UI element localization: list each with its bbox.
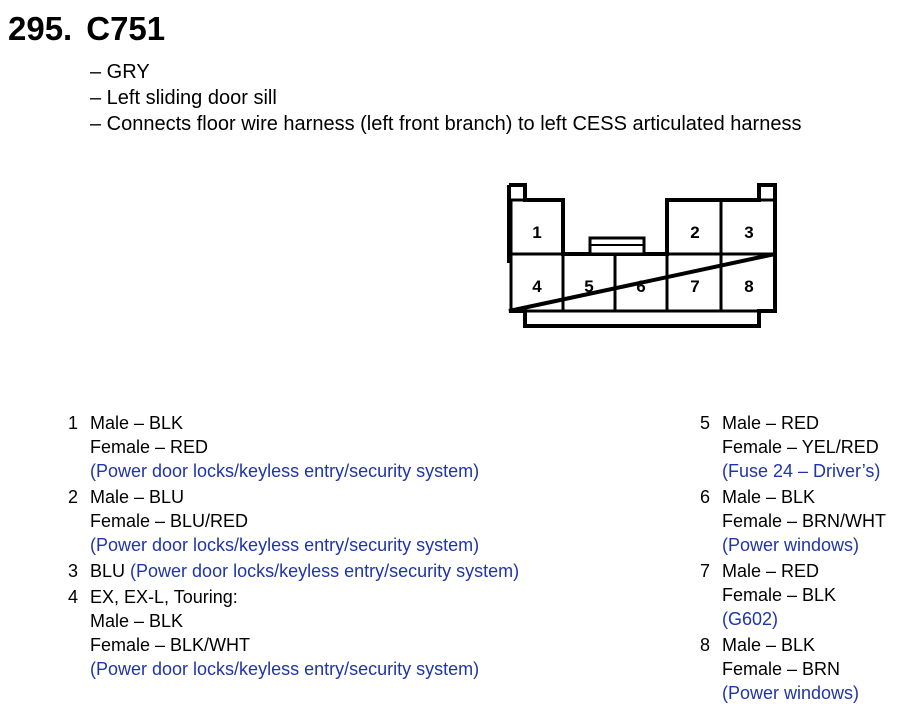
pin-entry-2: 2 Male – BLU Female – BLU/RED (Power doo… (68, 485, 519, 557)
connector-color: – GRY (90, 61, 150, 83)
cavity-label-2: 2 (690, 223, 699, 242)
connector-diagram: 1 2 3 4 5 6 7 8 (506, 182, 782, 335)
pin-circuit: (G602) (722, 609, 779, 629)
pin-circuit: (Power door locks/keyless entry/security… (90, 535, 480, 555)
pin-entry-4: 4 EX, EX-L, Touring: Male – BLK Female –… (68, 585, 519, 681)
pin-wire-female: Female – BLK (722, 585, 837, 605)
pin-wire-male: Male – BLK (722, 635, 816, 655)
pin-circuit: (Power door locks/keyless entry/security… (130, 561, 520, 581)
pin-trim-condition: EX, EX-L, Touring: (90, 587, 238, 607)
pin-number: 4 (68, 587, 79, 607)
cavity-8 (719, 252, 777, 313)
pin-list-left: 1 Male – BLK Female – RED (Power door lo… (68, 411, 519, 683)
pin-entry-3: 3 BLU (Power door locks/keyless entry/se… (68, 559, 519, 583)
cavity-label-3: 3 (744, 223, 753, 242)
pin-wire-male: Male – BLK (90, 611, 184, 631)
cavity-label-4: 4 (532, 277, 542, 296)
pin-wire-male: Male – BLU (90, 487, 185, 507)
pin-wire-row: BLU (Power door locks/keyless entry/secu… (90, 559, 519, 583)
pin-number: 3 (68, 561, 79, 581)
connector-id: C751 (86, 10, 166, 47)
pin-wire-male: Male – BLK (90, 413, 184, 433)
pin-wire-female: Female – BRN (722, 659, 841, 679)
pin-number: 5 (700, 413, 711, 433)
connector-face-svg: 1 2 3 4 5 6 7 8 (507, 183, 777, 328)
cavity-label-5: 5 (584, 277, 593, 296)
pin-entry-7: 7 Male – RED Female – BLK (G602) (700, 559, 886, 631)
pin-entry-6: 6 Male – BLK Female – BRN/WHT (Power win… (700, 485, 886, 557)
pin-number: 6 (700, 487, 711, 507)
pin-list-right: 5 Male – RED Female – YEL/RED (Fuse 24 –… (700, 411, 886, 707)
cavity-label-8: 8 (744, 277, 753, 296)
pin-circuit: (Power windows) (722, 535, 860, 555)
pin-entry-8: 8 Male – BLK Female – BRN (Power windows… (700, 633, 886, 705)
pin-wire-female: Female – BLK/WHT (90, 635, 251, 655)
page-title: 295. C751 (8, 9, 165, 49)
pin-wire-male: Male – RED (722, 561, 820, 581)
pin-entry-5: 5 Male – RED Female – YEL/RED (Fuse 24 –… (700, 411, 886, 483)
pin-wire-female: Female – BLU/RED (90, 511, 249, 531)
cavity-label-7: 7 (690, 277, 699, 296)
pin-wire-female: Female – YEL/RED (722, 437, 879, 457)
pin-wire-female: Female – RED (90, 437, 209, 457)
pin-circuit: (Power door locks/keyless entry/security… (90, 461, 480, 481)
connector-description: – Connects floor wire harness (left fron… (90, 113, 802, 135)
pin-wire-male: Male – RED (722, 413, 820, 433)
connector-location: – Left sliding door sill (90, 87, 277, 109)
connector-info: – GRY – Left sliding door sill – Connect… (90, 59, 801, 137)
pin-circuit: (Power windows) (722, 683, 860, 703)
pin-wire-male: Male – BLK (722, 487, 816, 507)
pin-entry-1: 1 Male – BLK Female – RED (Power door lo… (68, 411, 519, 483)
pin-number: 1 (68, 413, 79, 433)
cavity-label-6: 6 (636, 277, 645, 296)
pin-number: 8 (700, 635, 711, 655)
pin-wire-color: BLU (90, 561, 126, 581)
pin-circuit: (Fuse 24 – Driver’s) (722, 461, 881, 481)
pin-number: 2 (68, 487, 79, 507)
section-number: 295. (8, 10, 73, 47)
pin-number: 7 (700, 561, 711, 581)
pin-circuit: (Power door locks/keyless entry/security… (90, 659, 480, 679)
pin-wire-female: Female – BRN/WHT (722, 511, 887, 531)
cavity-label-1: 1 (532, 223, 541, 242)
